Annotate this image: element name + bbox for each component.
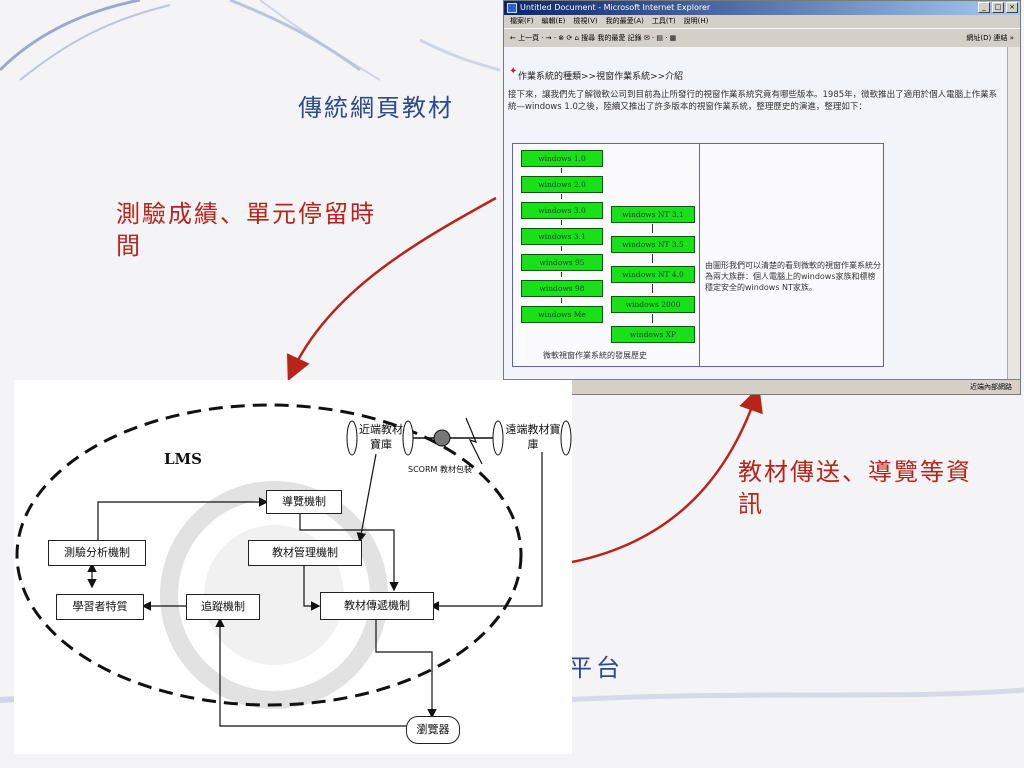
version-arrow [561,194,562,199]
learner-traits: 學習者特質 [56,594,144,620]
quiz-score-label: 測驗成績、單元停留時間 [116,200,376,261]
navigation-mechanism: 導覽機制 [266,490,342,514]
lms-connectors [15,403,572,727]
table-caption: 微軟視窗作業系統的發展歷史 [543,351,647,360]
menu-item[interactable]: 檢視(V) [573,17,598,25]
left-version-box: windows 98 [521,280,603,297]
lms-diagram: LMS 近端教材寶庫 遠端教材寶庫 SCORM 教材包裝 導覽機制 教材管理機制… [14,380,572,754]
browser-title: Untitled Document - Microsoft Internet E… [520,3,711,12]
browser-node: 瀏覽器 [406,716,460,744]
browser-titlebar: Untitled Document - Microsoft Internet E… [504,1,1020,15]
browser-screenshot: Untitled Document - Microsoft Internet E… [503,0,1021,395]
version-arrow [652,254,653,263]
left-version-box: windows 3.1 [521,228,603,245]
browser-toolbar: ← 上一頁 · → · ⊗ ⟳ ⌂ 搜尋 我的最愛 記錄 ✉ · ▤ · ▦ 網… [504,28,1020,48]
tracking-mechanism: 追蹤機制 [186,594,260,620]
quiz-analysis-mechanism: 測驗分析機制 [48,540,146,566]
left-version-box: windows Me [521,306,603,323]
delivery-info-label: 教材傳送、導覽等資訊 [738,458,972,519]
version-arrow [561,246,562,251]
maximize-button[interactable]: □ [992,2,1004,13]
version-arrow [652,224,653,233]
right-version-box: windows XP [611,326,695,343]
content-management-mechanism: 教材管理機制 [248,540,362,566]
version-arrow [652,314,653,323]
right-version-box: windows NT 3.1 [611,206,695,223]
content-delivery-mechanism: 教材傳遞機制 [320,592,434,620]
intro-text: 接下來，讓我們先了解微軟公司到目前為止所發行的視窗作業系統究竟有哪些版本。198… [508,90,998,112]
left-version-box: windows 1.0 [521,150,603,167]
page-content: ✦ 作業系統的種類>>視窗作業系統>>介紹 接下來，讓我們先了解微軟公司到目前為… [504,47,1008,380]
menu-bar: 檔案(F) 編輯(E) 檢視(V) 我的最愛(A) 工具(T) 說明(H) [504,15,1020,28]
right-version-box: windows NT 4.0 [611,266,695,283]
menu-item[interactable]: 工具(T) [651,17,676,25]
vertical-scrollbar[interactable] [1007,47,1020,380]
menu-item[interactable]: 我的最愛(A) [605,17,644,25]
left-version-box: windows 2.0 [521,176,603,193]
status-bar: 完成 近端內部網路 [504,379,1020,394]
menu-item[interactable]: 編輯(E) [541,17,566,25]
menu-item[interactable]: 說明(H) [683,17,709,25]
version-arrow [561,220,562,225]
ie-icon [507,3,517,13]
toolbar-buttons[interactable]: ← 上一頁 · → · ⊗ ⟳ ⌂ 搜尋 我的最愛 記錄 ✉ · ▤ · ▦ [510,34,677,42]
address-link[interactable]: 網址(D) 連結 » [966,34,1014,42]
status-zone: 近端內部網路 [970,383,1012,391]
traditional-material-label: 傳統網頁教材 [298,94,454,122]
side-description: 由圖形我們可以清楚的看到微軟的視窗作業系統分為兩大族群：個人電腦上的window… [705,261,881,292]
minimize-button[interactable]: _ [978,2,990,13]
right-version-box: windows 2000 [611,296,695,313]
left-version-box: windows 95 [521,254,603,271]
local-repository: 近端教材寶庫 [359,423,403,451]
remote-repository: 遠端教材寶庫 [505,423,561,451]
breadcrumb: 作業系統的種類>>視窗作業系統>>介紹 [518,72,684,82]
version-arrow [561,298,562,303]
left-version-box: windows 3.0 [521,202,603,219]
right-version-box: windows NT 3.5 [611,236,695,253]
menu-item[interactable]: 檔案(F) [510,17,534,25]
windows-history-table: windows 1.0 windows 2.0 windows 3.0 windows… [512,143,884,367]
scorm-label: SCORM 教材包裝 [408,465,472,474]
version-arrow [561,272,562,277]
close-button[interactable]: × [1006,2,1018,13]
star-icon: ✦ [509,66,518,77]
version-arrow [561,168,562,173]
lms-title: LMS [164,450,202,468]
version-arrow [652,284,653,293]
